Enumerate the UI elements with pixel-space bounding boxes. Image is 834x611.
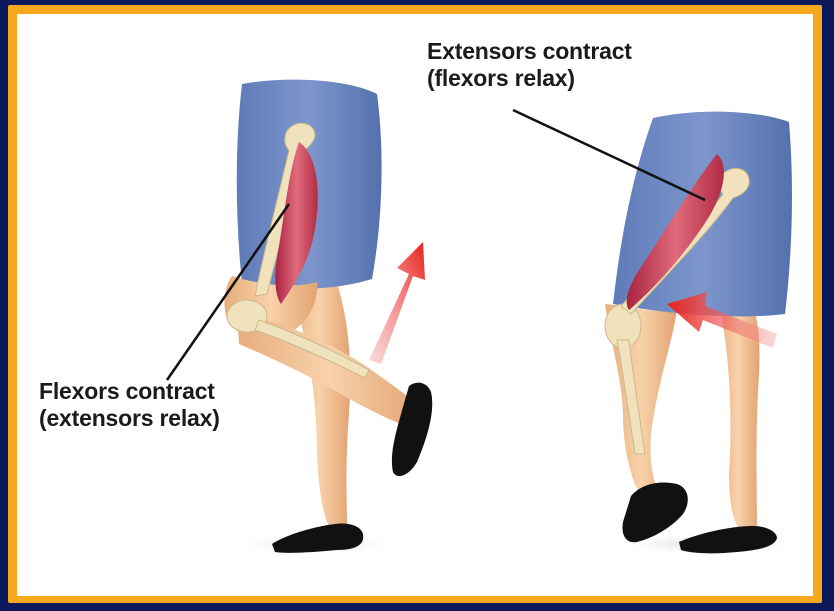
extensors-label: Extensors contract (flexors relax) — [427, 38, 632, 92]
flexors-label: Flexors contract (extensors relax) — [39, 378, 220, 432]
illustration-panel: Extensors contract (flexors relax) Flexo… — [17, 14, 813, 596]
leg-muscle-diagram — [17, 14, 813, 596]
extending-leg-figure — [513, 110, 802, 556]
extensors-label-line1: Extensors contract — [427, 38, 632, 65]
upward-arrow-icon — [369, 242, 425, 364]
extensors-label-line2: (flexors relax) — [427, 65, 632, 92]
flexing-leg-figure — [167, 80, 432, 556]
flexors-label-line2: (extensors relax) — [39, 405, 220, 432]
flexors-label-line1: Flexors contract — [39, 378, 220, 405]
left-figure-standing-shoe — [272, 523, 363, 552]
